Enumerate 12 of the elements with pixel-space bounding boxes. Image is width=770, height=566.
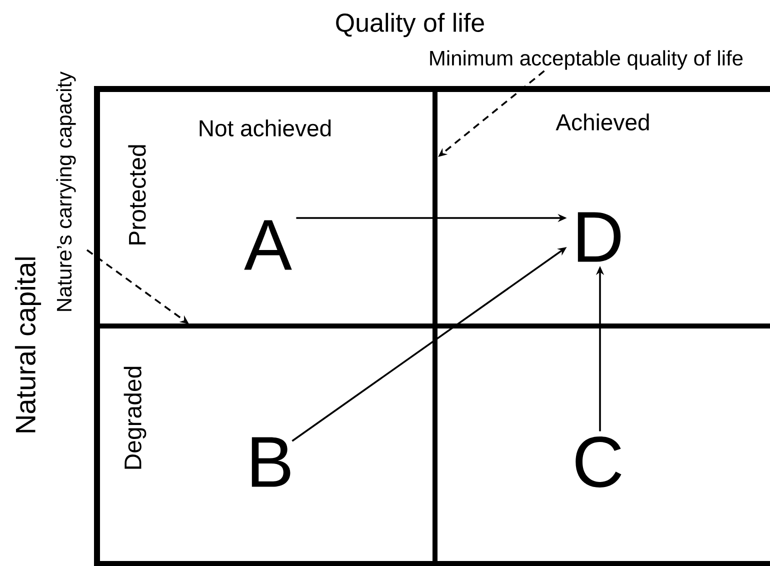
row-heading: Protected [128,145,146,244]
letter: D [578,212,621,262]
leader-text: Minimum acceptable quality of life [430,50,743,70]
row-heading: Degraded [124,366,146,469]
leader-text: Nature’s carrying capacity [56,71,76,311]
letter: A [244,220,292,270]
axis-title: Quality of life [336,12,484,38]
letter: C [576,436,622,488]
column-heading: Achieved [556,114,649,130]
axis-title: Natural capital [14,257,42,432]
column-heading: Not achieved [200,120,331,136]
letter: B [252,437,290,487]
